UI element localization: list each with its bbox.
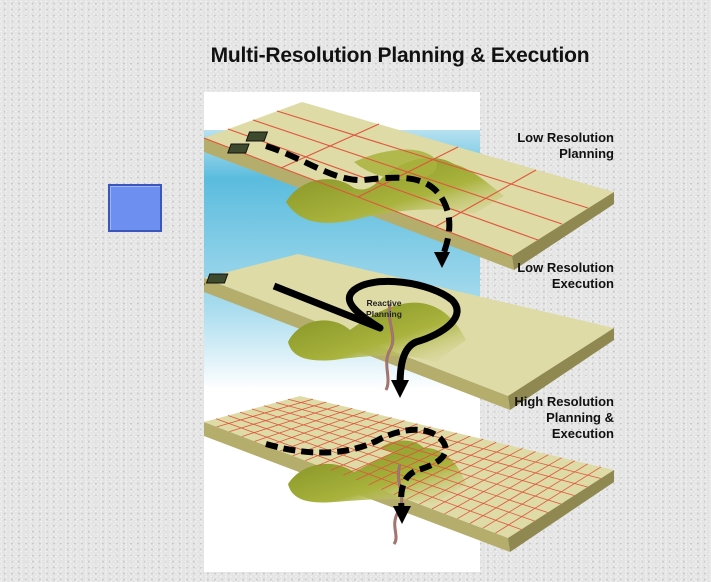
layer-3-hills [288, 447, 466, 504]
layer-2-executed-route [272, 277, 461, 387]
label-low-resolution-planning: Low Resolution Planning [464, 130, 614, 162]
layer-1-unit-markers [227, 131, 269, 154]
layer-1-planned-route [265, 143, 453, 260]
layer-1-grid [204, 110, 589, 257]
layer-2-side-edge [508, 328, 614, 410]
layer-3-planned-route [265, 426, 449, 513]
layer-3-fine-grid [215, 398, 602, 534]
blue-square-shape [108, 184, 162, 232]
label-high-resolution-planning-execution: High Resolution Planning & Execution [464, 394, 614, 442]
layer-3-high-res-planning-execution [204, 396, 614, 552]
reactive-planning-annotation-line-2: Planning [366, 309, 402, 319]
grid-line [215, 418, 522, 530]
slide-title: Multi-Resolution Planning & Execution [210, 44, 590, 67]
layer-2-low-res-execution: Reactive Planning [204, 254, 614, 410]
label-line: Planning & [546, 410, 614, 425]
layer-2-hills [288, 302, 466, 362]
grid-line [275, 402, 588, 488]
label-line: Planning [559, 146, 614, 161]
reactive-planning-annotation-line-1: Reactive [367, 298, 402, 308]
grid-line [239, 411, 548, 513]
terrain-layers-illustration: Reactive Planning [204, 92, 614, 572]
layer-2-unit-markers [204, 273, 229, 294]
layer-3-side-edge [508, 470, 614, 552]
label-line: High Resolution [514, 394, 614, 409]
layer-1-hills [286, 157, 504, 223]
grid-line [251, 408, 562, 505]
layer-1-low-res-planning [204, 102, 614, 270]
layer-stack-diagram: Reactive Planning Low Resolution [204, 92, 614, 572]
grid-line [227, 415, 535, 522]
label-line: Low Resolution [517, 260, 614, 275]
label-line: Execution [551, 276, 614, 291]
layer-1-side-edge [512, 192, 614, 270]
label-low-resolution-execution: Low Resolution Execution [464, 260, 614, 292]
label-line: Execution [551, 426, 614, 441]
grid-line [263, 405, 575, 496]
label-line: Low Resolution [517, 130, 614, 145]
